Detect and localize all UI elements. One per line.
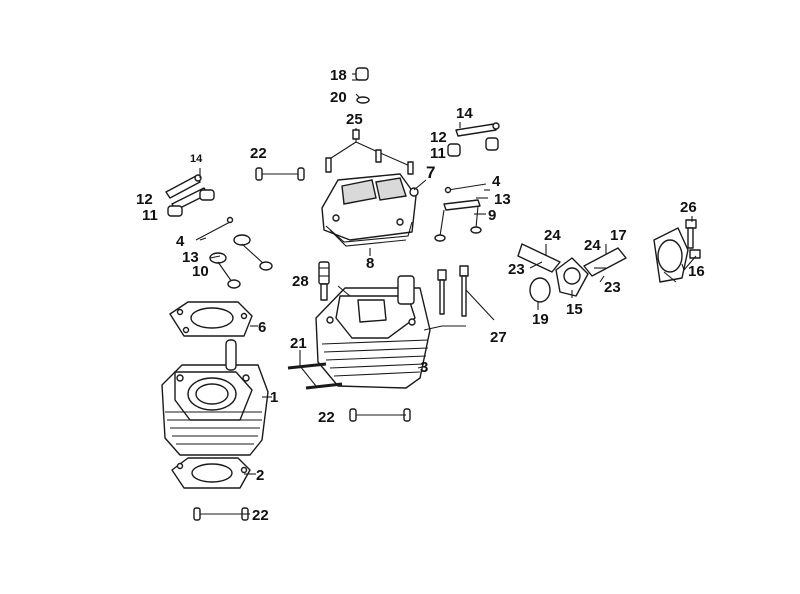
cylinder-block	[161, 339, 269, 456]
callout-6: 6	[258, 319, 266, 336]
callout-13-right: 13	[494, 191, 511, 208]
cylinder-studs	[287, 350, 343, 390]
left-valves	[209, 234, 273, 289]
callout-22-top: 22	[250, 145, 267, 162]
dowel-pins-top	[255, 167, 305, 181]
callout-24-left: 24	[544, 227, 561, 244]
callout-25: 25	[346, 111, 363, 128]
callout-17: 17	[610, 227, 627, 244]
intake-insulators	[517, 243, 627, 277]
right-rocker-shaft	[444, 183, 487, 194]
callout-21: 21	[290, 335, 307, 352]
callout-12-left: 12	[136, 191, 153, 208]
callout-27: 27	[490, 329, 507, 346]
callout-14-left: 14	[190, 153, 203, 165]
callout-10: 10	[192, 263, 209, 280]
leader-lines	[199, 79, 693, 515]
callout-16: 16	[688, 263, 705, 280]
intake-manifold	[555, 257, 589, 297]
callout-9: 9	[488, 207, 496, 224]
callout-23-right: 23	[604, 279, 621, 296]
intake-o-ring	[529, 277, 551, 303]
callout-4-left: 4	[176, 233, 185, 250]
callout-20: 20	[330, 89, 347, 106]
callout-24-right: 24	[584, 237, 601, 254]
callout-2: 2	[256, 467, 264, 484]
callout-12-right: 12	[430, 129, 447, 146]
cover-bolts	[325, 128, 414, 175]
callout-26: 26	[680, 199, 697, 216]
callout-14-right: 14	[456, 105, 473, 122]
dowel-pins-bottom	[193, 507, 249, 521]
callout-4-right: 4	[492, 173, 501, 190]
exhaust-collar	[653, 227, 689, 283]
base-gasket	[171, 457, 251, 489]
cylinder-head	[315, 275, 431, 389]
head-gasket	[169, 301, 253, 337]
dowel-pins-middle	[349, 408, 411, 422]
callout-11-left: 11	[142, 207, 158, 224]
callout-7: 7	[426, 163, 435, 182]
callout-22-middle: 22	[318, 409, 335, 426]
cover-gasket	[325, 221, 413, 247]
exhaust-bolts	[663, 219, 701, 283]
callout-23-left: 23	[508, 261, 525, 278]
callout-labels: 1 2 3 4 4 6 7 8 9 10 11 11 12 12 13 13 1…	[136, 67, 705, 524]
left-valve-springs	[167, 189, 215, 217]
plug-o-ring	[356, 96, 370, 104]
callout-28: 28	[292, 273, 309, 290]
callout-11-right: 11	[430, 145, 446, 162]
callout-3: 3	[420, 359, 428, 376]
callout-13-left: 13	[182, 249, 199, 266]
cylinder-head-cover	[321, 173, 419, 241]
right-valve-springs	[447, 137, 499, 157]
spark-plug	[318, 261, 330, 301]
head-bolts	[423, 265, 495, 331]
oil-filler-plug	[352, 67, 369, 81]
callout-22-bottom: 22	[252, 507, 269, 524]
right-valves	[434, 199, 482, 242]
callout-18: 18	[330, 67, 347, 84]
callout-8: 8	[366, 255, 374, 272]
callout-15: 15	[566, 301, 583, 318]
callout-19: 19	[532, 311, 549, 328]
callout-1: 1	[270, 389, 278, 406]
right-rocker-arms	[455, 122, 500, 137]
left-rocker-shaft	[195, 216, 234, 241]
